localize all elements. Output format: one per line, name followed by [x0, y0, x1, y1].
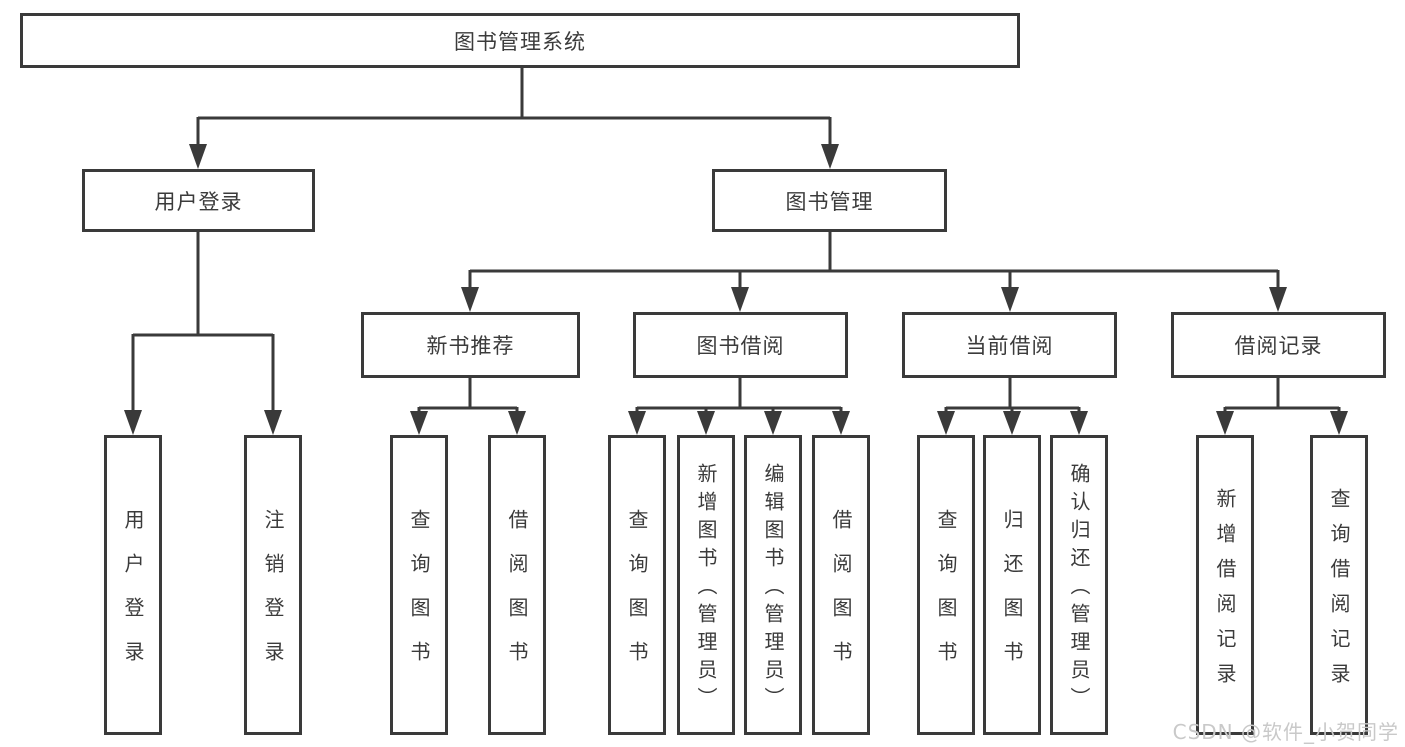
leaf-edit-books-admin: 编辑图书（管理员）: [744, 435, 802, 735]
csdn-watermark: CSDN @软件_小贺同学: [1172, 720, 1399, 744]
leaf-add-borrowing-record: 新增借阅记录: [1196, 435, 1254, 735]
leaf-query-borrowing-record: 查询借阅记录: [1310, 435, 1368, 735]
node-current-borrowing: 当前借阅: [902, 312, 1117, 378]
leaf-recommend-query-books: 查询图书: [390, 435, 448, 735]
leaf-logout: 注销登录: [244, 435, 302, 735]
node-library-management-system: 图书管理系统: [20, 13, 1020, 68]
leaf-return-books: 归还图书: [983, 435, 1041, 735]
leaf-confirm-return-admin: 确认归还（管理员）: [1050, 435, 1108, 735]
leaf-add-books-admin: 新增图书（管理员）: [677, 435, 735, 735]
node-book-management: 图书管理: [712, 169, 947, 232]
node-new-book-recommend: 新书推荐: [361, 312, 580, 378]
leaf-recommend-borrow-books: 借阅图书: [488, 435, 546, 735]
leaf-borrow-books: 借阅图书: [812, 435, 870, 735]
leaf-borrowing-query-books: 查询图书: [608, 435, 666, 735]
arrowhead-icons: [124, 144, 1348, 435]
node-book-borrowing: 图书借阅: [633, 312, 848, 378]
leaf-current-query-books: 查询图书: [917, 435, 975, 735]
node-borrowing-records: 借阅记录: [1171, 312, 1386, 378]
leaf-user-login: 用户登录: [104, 435, 162, 735]
node-user-login: 用户登录: [82, 169, 315, 232]
